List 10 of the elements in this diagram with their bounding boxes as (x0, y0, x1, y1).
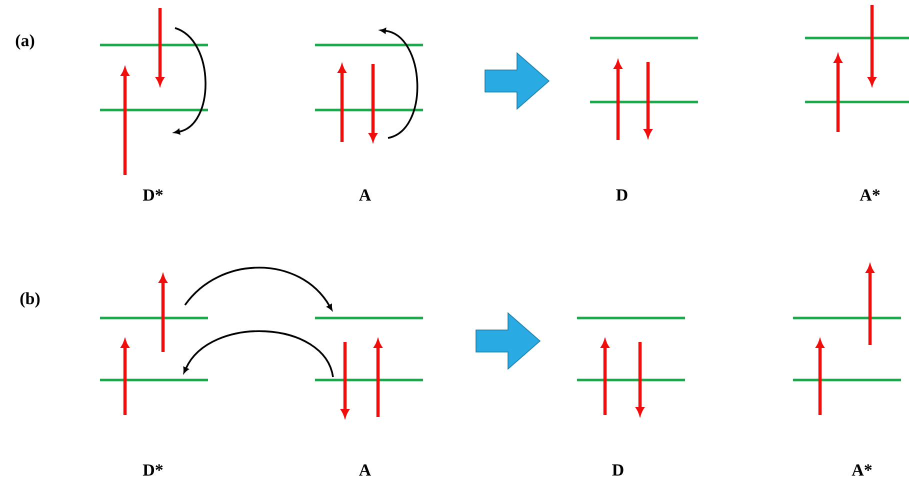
state-label: (b) (20, 292, 40, 308)
state-label: A* (860, 189, 880, 201)
state-label: A (359, 189, 372, 201)
state-label: A* (852, 464, 872, 476)
state-label: D (616, 189, 628, 201)
state-label: (a) (16, 34, 34, 50)
state-label: A (359, 464, 372, 476)
state-label: D* (142, 189, 163, 201)
state-label: D* (142, 464, 163, 476)
state-label: D (612, 464, 624, 476)
